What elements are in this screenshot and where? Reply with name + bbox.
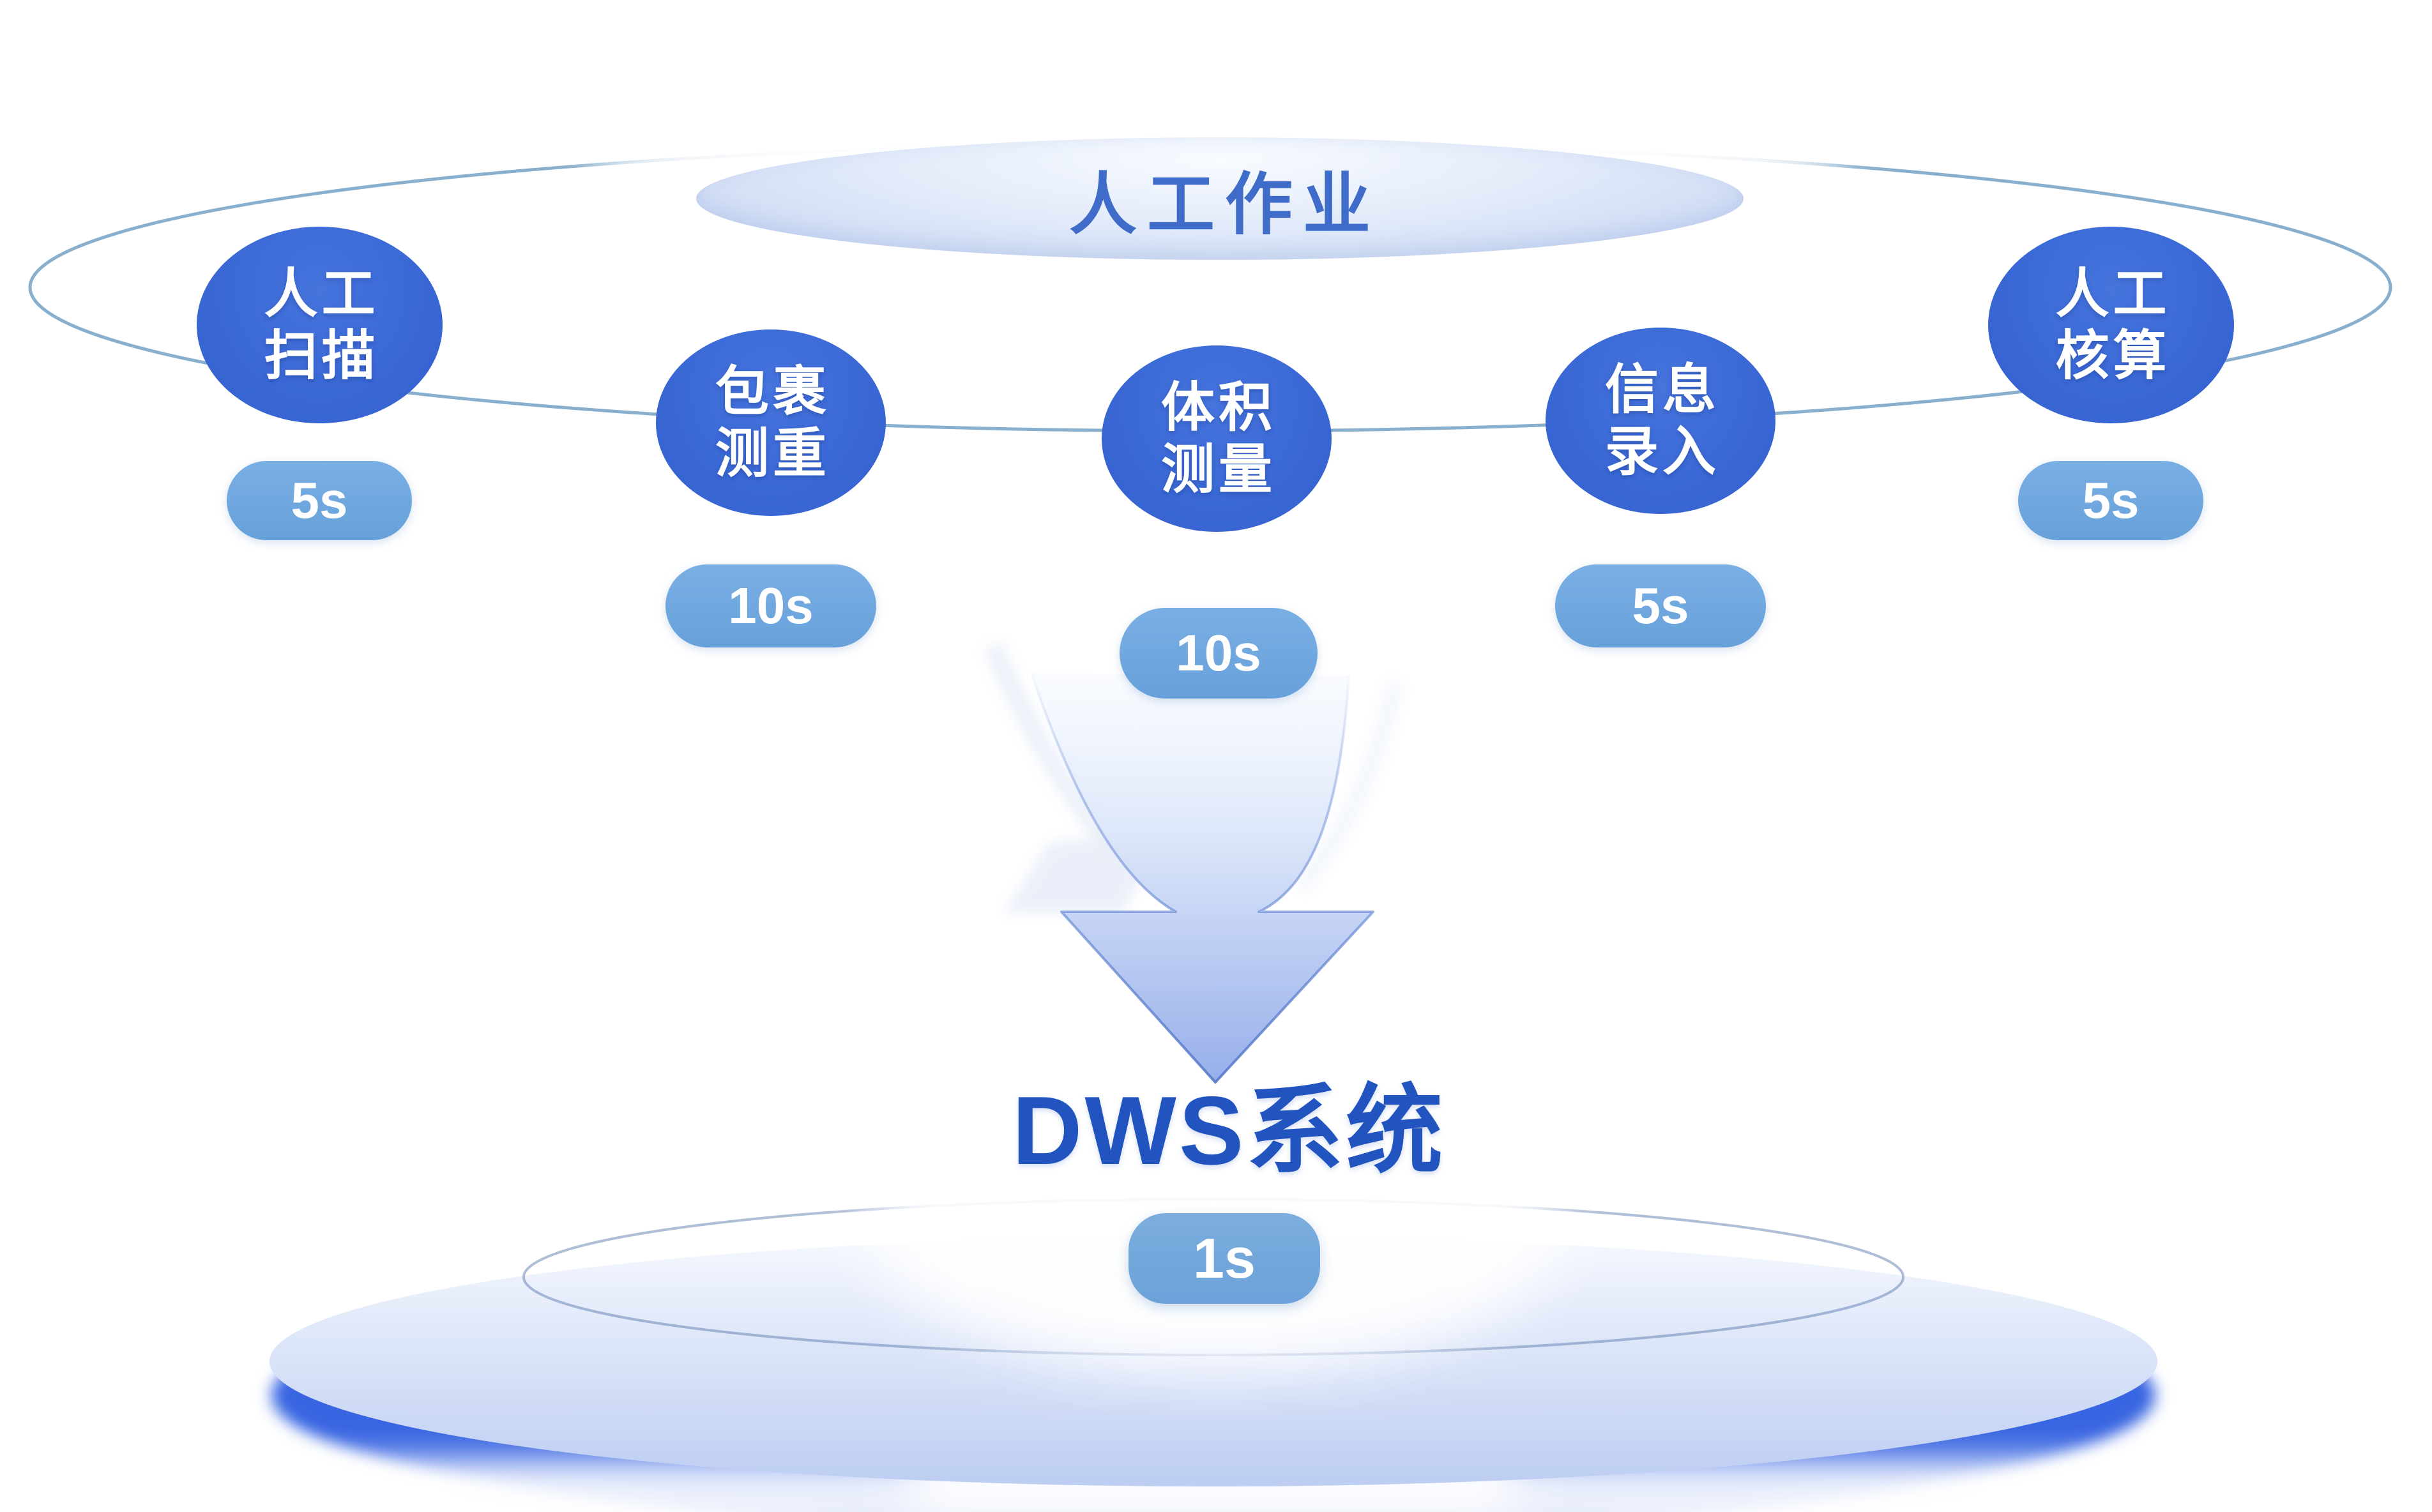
manual-operations-ellipse: 人工作业	[696, 137, 1744, 260]
duration-badge-info-entry: 5s	[1555, 564, 1766, 647]
node-label-line: 包裹	[715, 361, 830, 421]
manual-operations-title: 人工作业	[1069, 167, 1381, 243]
node-label-line: 录入	[1604, 421, 1720, 481]
node-label-line: 人工	[2055, 263, 2171, 324]
node-label-line: 扫描	[264, 326, 379, 386]
node-label-line: 核算	[2055, 326, 2171, 386]
duration-badge-parcel-weighing: 10s	[665, 564, 876, 647]
node-label-line: 测量	[1160, 439, 1276, 499]
duration-badge-volume-measurement: 10s	[1120, 608, 1318, 699]
node-label-line: 信息	[1604, 359, 1720, 420]
dws-duration-badge: 1s	[1129, 1213, 1320, 1304]
down-arrow	[1031, 674, 1373, 1082]
node-volume-measurement: 体积 测量	[1102, 345, 1332, 532]
dws-system-title: DWS系统	[1012, 1077, 1446, 1185]
down-arrow-edge	[1030, 673, 1374, 1084]
node-label-line: 人工	[264, 263, 379, 324]
node-parcel-weighing: 包裹 测重	[656, 329, 886, 516]
duration-badge-manual-accounting: 5s	[2018, 461, 2203, 540]
node-manual-accounting: 人工 核算	[1988, 227, 2234, 423]
node-manual-scan: 人工 扫描	[197, 227, 443, 423]
node-label-line: 测重	[715, 423, 830, 483]
node-label-line: 体积	[1160, 377, 1276, 437]
duration-badge-manual-scan: 5s	[227, 461, 412, 540]
node-info-entry: 信息 录入	[1546, 328, 1775, 514]
